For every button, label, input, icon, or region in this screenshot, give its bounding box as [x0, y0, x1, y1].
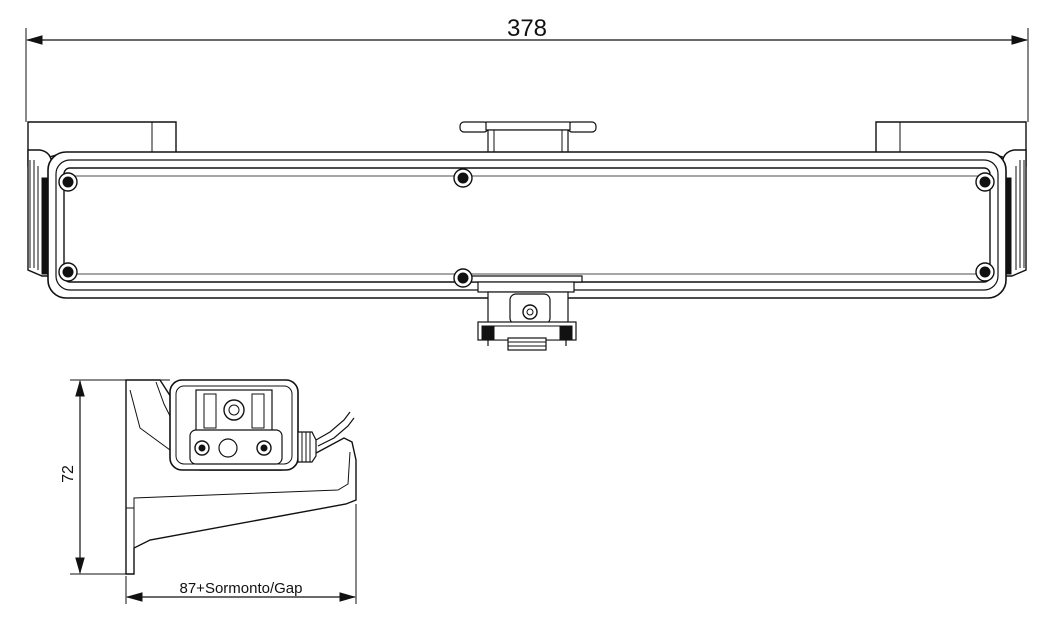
- height-dimension: 72: [60, 379, 170, 575]
- width-dimension: 378: [25, 15, 1029, 122]
- screw-bottom-center: [453, 268, 473, 288]
- side-view: 72 87+Sormonto/Gap: [60, 379, 357, 604]
- width-label: 378: [507, 15, 547, 42]
- screw-top-center: [453, 168, 473, 188]
- front-panel: [63, 167, 991, 283]
- bottom-connector: [477, 291, 577, 351]
- screw-bottom-left: [58, 262, 78, 282]
- depth-label: 87+Sormonto/Gap: [180, 580, 303, 597]
- screw-top-left: [58, 172, 78, 192]
- depth-dimension: 87+Sormonto/Gap: [125, 504, 357, 604]
- front-view: [27, 121, 1027, 351]
- height-label: 72: [60, 465, 77, 483]
- screw-top-right: [975, 172, 995, 192]
- screw-bottom-right: [975, 262, 995, 282]
